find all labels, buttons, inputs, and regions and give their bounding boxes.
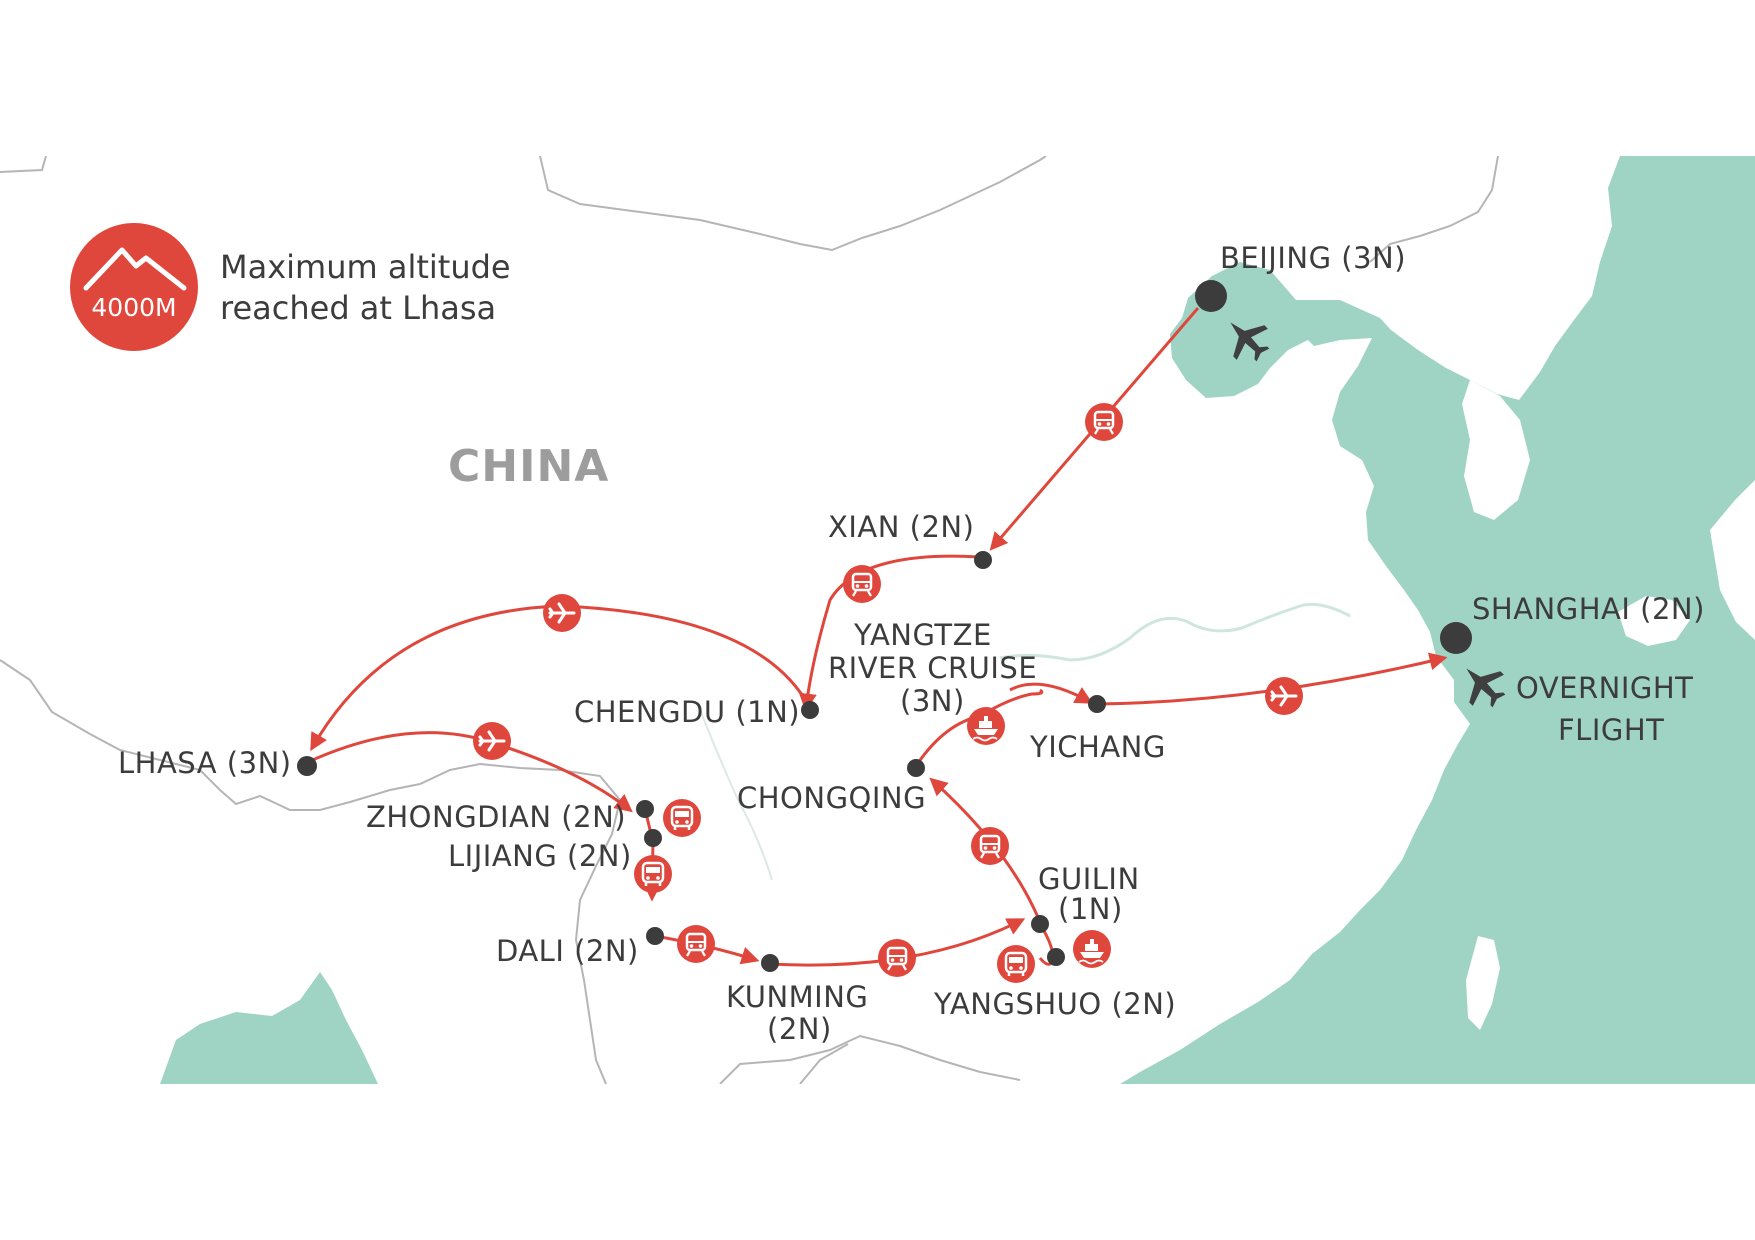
- altitude-legend: 4000M Maximum altitude reached at Lhasa: [70, 223, 511, 351]
- label-lhasa: LHASA (3N): [118, 746, 292, 780]
- city-dot-zhongdian: [636, 800, 654, 818]
- bus-icon: [661, 797, 703, 839]
- label-overnight-flight: FLIGHT: [1558, 713, 1664, 747]
- city-labels: BEIJING (3N) XIAN (2N) CHENGDU (1N) LHAS…: [118, 241, 1705, 1046]
- train-icon: [675, 923, 717, 965]
- label-kunming-nights: (2N): [767, 1012, 832, 1046]
- plane-icon: [1263, 675, 1305, 717]
- label-chongqing: CHONGQING: [737, 781, 926, 815]
- altitude-badge: [70, 223, 198, 351]
- label-guilin: GUILIN: [1038, 862, 1140, 896]
- sea-yellow: [1296, 300, 1400, 362]
- label-chengdu: CHENGDU (1N): [574, 695, 800, 729]
- plane-icon: [541, 592, 583, 634]
- city-dot-xian: [974, 551, 992, 569]
- ship-icon: [966, 706, 1006, 746]
- ship-icon: [1072, 929, 1112, 969]
- train-icon: [1083, 401, 1125, 443]
- label-guilin-nights: (1N): [1058, 892, 1123, 926]
- label-shanghai: SHANGHAI (2N): [1472, 592, 1705, 626]
- city-dot-dali: [646, 927, 664, 945]
- land-korea: [1462, 380, 1530, 520]
- sea-east: [1120, 156, 1755, 1084]
- label-dali: DALI (2N): [496, 934, 639, 968]
- legend-line-2: reached at Lhasa: [220, 289, 496, 327]
- label-yichang: YICHANG: [1029, 730, 1166, 764]
- label-beijing: BEIJING (3N): [1220, 241, 1406, 275]
- label-kunming: KUNMING: [726, 980, 868, 1014]
- label-xian: XIAN (2N): [828, 510, 974, 544]
- label-cruise-river: RIVER CRUISE: [828, 651, 1037, 685]
- legend-line-1: Maximum altitude: [220, 248, 511, 286]
- mountain-icon: [83, 247, 187, 291]
- label-cruise: YANGTZE: [853, 618, 992, 652]
- train-icon: [876, 937, 918, 979]
- city-dot-guilin: [1031, 915, 1049, 933]
- base-map: [0, 156, 1755, 1084]
- label-lijiang: LIJIANG (2N): [448, 839, 632, 873]
- city-dot-kunming: [761, 954, 779, 972]
- city-dot-lhasa: [297, 756, 317, 776]
- label-yangshuo: YANGSHUO (2N): [933, 987, 1176, 1021]
- label-cruise-nights: (3N): [900, 684, 965, 718]
- city-dot-shanghai: [1440, 622, 1472, 654]
- sea-bengal: [160, 972, 378, 1084]
- land-japan: [1710, 480, 1755, 640]
- land-japan-2: [1618, 596, 1690, 646]
- city-dot-yangshuo: [1047, 948, 1065, 966]
- country-label: CHINA: [448, 441, 609, 492]
- altitude-badge-text: 4000M: [91, 293, 176, 322]
- city-dot-chengdu: [801, 701, 819, 719]
- bus-icon: [632, 853, 674, 895]
- city-dot-chongqing: [907, 759, 925, 777]
- plane-icon: [471, 720, 513, 762]
- label-overnight: OVERNIGHT: [1516, 671, 1693, 705]
- label-zhongdian: ZHONGDIAN (2N): [366, 800, 626, 834]
- city-dot-beijing: [1195, 280, 1227, 312]
- city-dot-lijiang: [644, 829, 662, 847]
- land-taiwan: [1466, 936, 1500, 1030]
- bus-icon: [995, 943, 1037, 985]
- city-dot-yichang: [1088, 695, 1106, 713]
- city-dots: [297, 280, 1472, 972]
- train-icon: [969, 825, 1011, 867]
- train-icon: [841, 563, 883, 605]
